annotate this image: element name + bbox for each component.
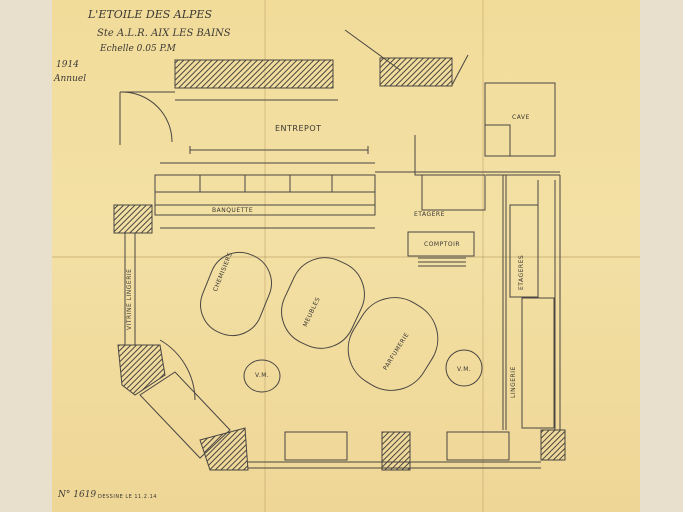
label-comptoir: COMPTOIR (424, 241, 461, 248)
plan-title: L'ETOILE DES ALPES (88, 8, 212, 21)
fold-line-vertical-left (264, 0, 266, 512)
angled-vitrine (139, 371, 231, 459)
drawing-signature: DESSINE LE 11.2.14 (98, 494, 157, 500)
plan-scale: Echelle 0.05 P.M (100, 44, 176, 54)
bottom-display-2 (446, 431, 510, 461)
meubles-table (281, 257, 365, 349)
parfumerie-table (347, 297, 439, 391)
left-pillar (113, 204, 153, 234)
lingerie-right (521, 297, 555, 429)
bottom-left-pillar (199, 427, 249, 471)
bottom-pillar (381, 431, 411, 471)
floor-plan-drawing (113, 29, 566, 471)
margin-note-year: 1914 (56, 60, 79, 70)
cave-room (484, 82, 556, 157)
top-wall-right (379, 57, 453, 87)
label-etageres-right: ETAGERES (518, 254, 525, 290)
plan-subtitle: Ste A.L.R. AIX LES BAINS (97, 28, 231, 39)
label-lingerie-right: LINGERIE (510, 366, 517, 398)
bottom-right-pillar (540, 429, 566, 461)
fold-line-vertical-right (482, 0, 484, 512)
chemisiers-table (200, 251, 272, 337)
label-banquette: BANQUETTE (212, 207, 254, 214)
banquette-unit (154, 174, 376, 216)
label-cave: CAVE (512, 114, 530, 121)
margin-note-text: Annuel (54, 74, 87, 84)
drawing-number: N° 1619 (58, 490, 97, 500)
vm-left (243, 359, 281, 393)
corner-pillar (117, 344, 166, 396)
label-entrepot: ENTREPOT (275, 124, 322, 133)
fold-line-horizontal (52, 256, 640, 258)
bottom-display-1 (284, 431, 348, 461)
blueprint-sheet: L'ETOILE DES ALPES Ste A.L.R. AIX LES BA… (52, 0, 640, 512)
top-wall-left (174, 59, 334, 89)
comptoir-unit (407, 231, 475, 257)
label-vm-right: V.M. (457, 366, 472, 373)
label-vitrine-lingerie: VITRINE LINGERIE (126, 268, 133, 330)
vm-right (445, 349, 483, 387)
label-vm-left: V.M. (255, 372, 270, 379)
label-etagere: ETAGERE (414, 211, 445, 218)
